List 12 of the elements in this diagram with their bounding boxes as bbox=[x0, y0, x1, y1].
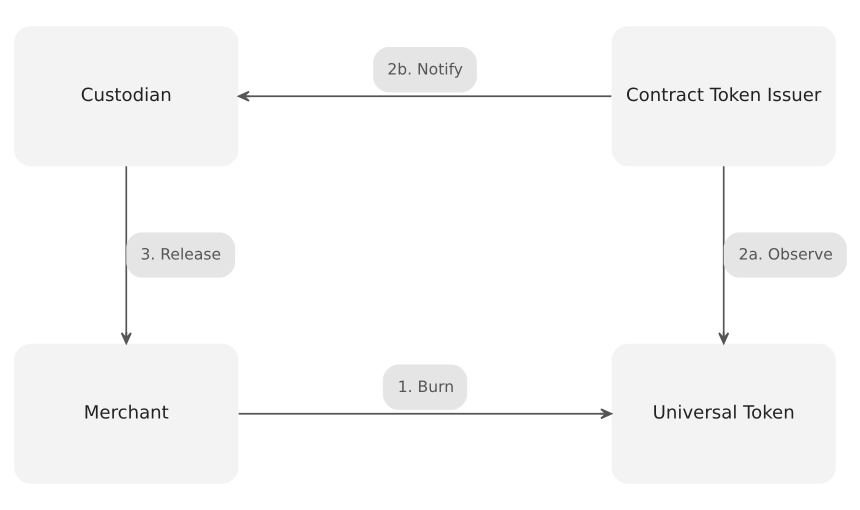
edge-label: 2b. Notify bbox=[386, 60, 463, 78]
edge-label: 1. Burn bbox=[397, 378, 454, 396]
arrow bbox=[718, 166, 729, 344]
edge-label: 2a. Observe bbox=[738, 246, 832, 264]
node-box: Merchant bbox=[14, 344, 238, 484]
node-box: Universal Token bbox=[611, 344, 836, 484]
arrow bbox=[120, 166, 132, 344]
node-box: Custodian bbox=[14, 26, 238, 166]
edge-label: 3. Release bbox=[140, 246, 221, 264]
arrow bbox=[238, 408, 612, 420]
node-box: Contract Token Issuer bbox=[611, 26, 836, 166]
arrow bbox=[237, 90, 611, 102]
